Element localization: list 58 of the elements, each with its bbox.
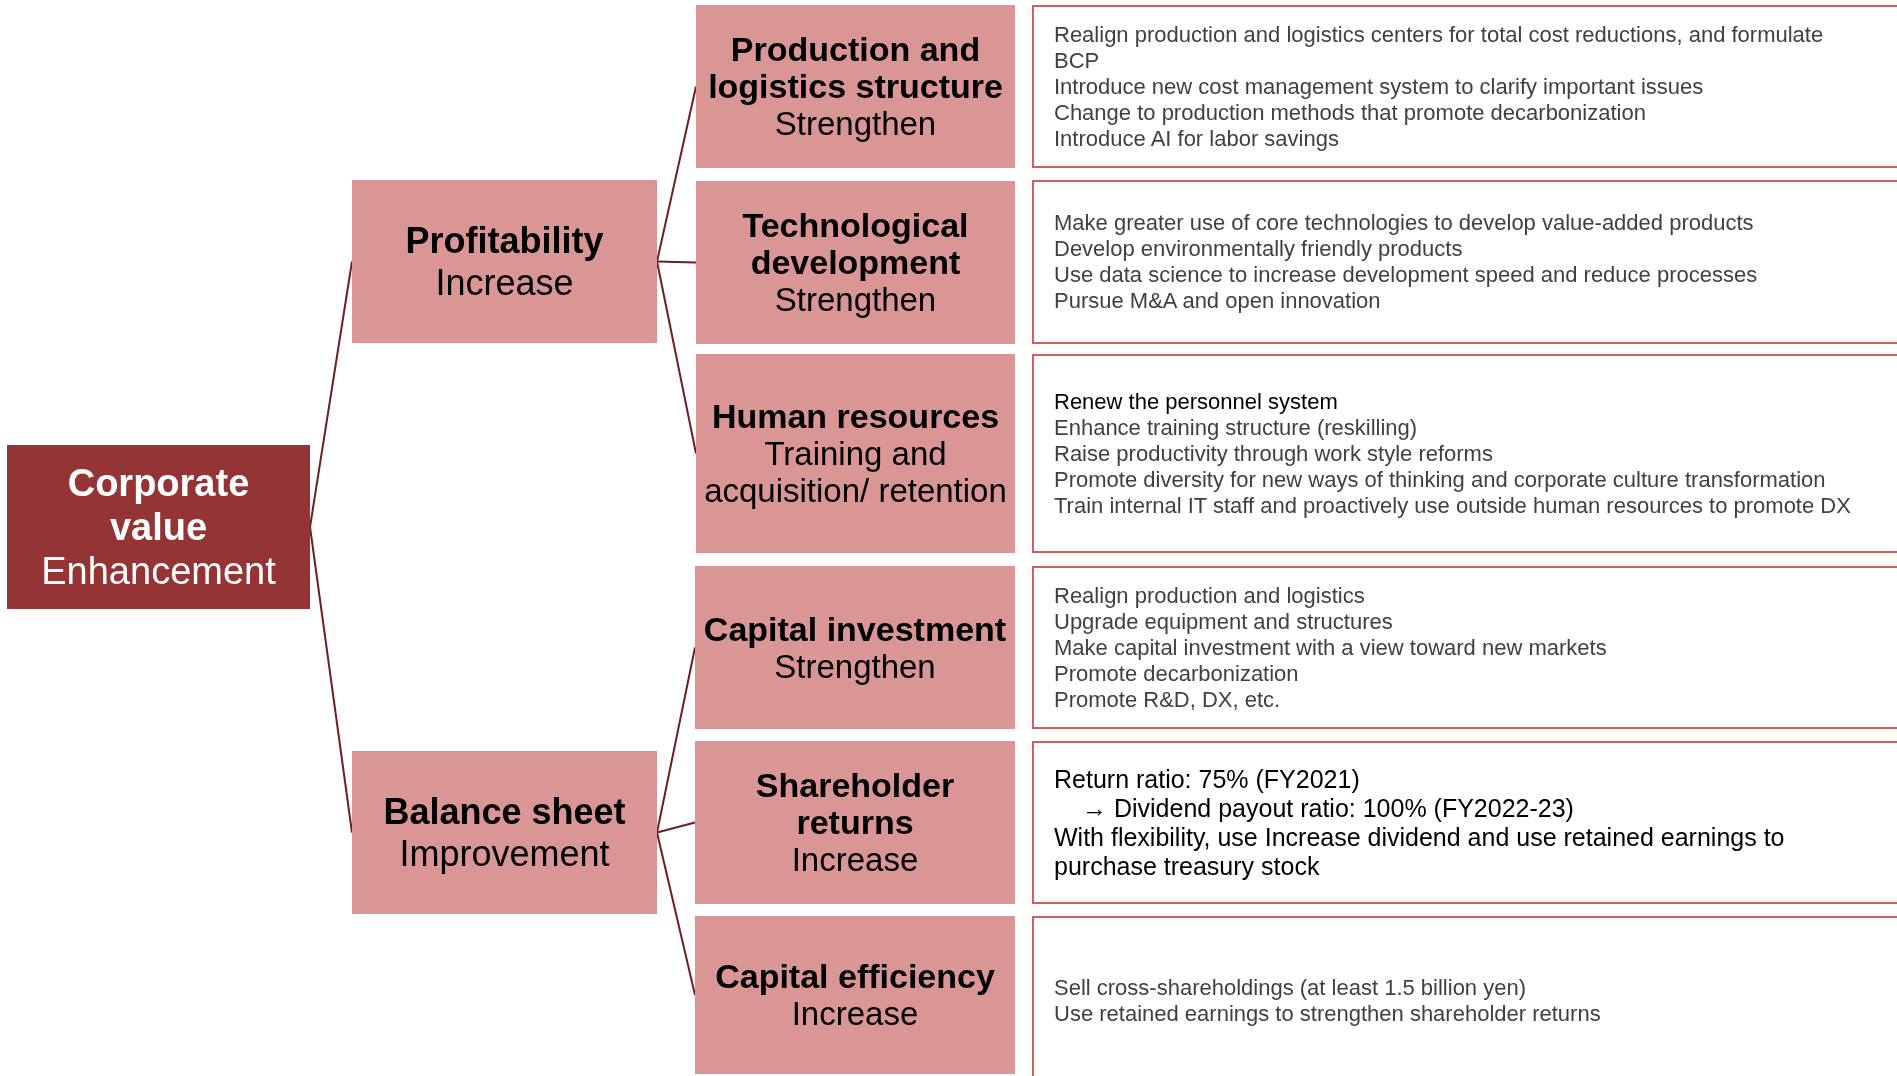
box-heading: Balance sheet xyxy=(382,790,627,833)
action-item: Sell cross-shareholdings (at least 1.5 billion yen) xyxy=(1054,975,1527,1001)
box-heading: Shareholder returns xyxy=(754,767,956,841)
action-item: Introduce AI for labor savings xyxy=(1054,125,1340,152)
action-item: Make capital investment with a view toward new markets xyxy=(1054,634,1608,661)
detail-box xyxy=(1032,5,1897,168)
detail-box xyxy=(1032,566,1897,729)
box-heading: Technological development xyxy=(741,207,970,281)
box-subtitle: Strengthen xyxy=(773,281,938,318)
action-item: Promote R&D, DX, etc. xyxy=(1054,686,1282,713)
box-heading: Profitability xyxy=(404,219,605,262)
action-item: Train internal IT staff and proactively use outside human resources to promote DX xyxy=(1054,492,1852,519)
action-item: Introduce new cost management system to clarify important issues xyxy=(1054,73,1705,100)
box-heading: Capital efficiency xyxy=(714,958,996,995)
action-item: Make greater use of core technologies to develop value-added products xyxy=(1054,210,1755,236)
strategy-box xyxy=(696,181,1015,344)
box-subtitle: Enhancement xyxy=(41,549,276,593)
action-item: With flexibility, use Increase dividend and use retained earnings to purchase treasury stock xyxy=(1054,822,1786,881)
strategy-box xyxy=(695,566,1015,729)
action-item: Change to production methods that promote decarbonization xyxy=(1054,99,1647,126)
action-item: Realign production and logistics xyxy=(1054,582,1366,609)
strategy-box xyxy=(696,5,1015,168)
action-item: Realign production and logistics centers for total cost reductions, and formulate BCP xyxy=(1054,21,1825,74)
action-item: Use data science to increase development speed and reduce processes xyxy=(1054,262,1759,288)
box-subtitle: Increase xyxy=(790,995,920,1032)
box-subtitle: Increase xyxy=(790,841,920,878)
box-subtitle: Strengthen xyxy=(773,105,938,142)
connector-line xyxy=(656,821,696,834)
strategy-box xyxy=(695,916,1015,1074)
action-item: Develop environmentally friendly products xyxy=(1054,236,1464,262)
action-item: Upgrade equipment and structures xyxy=(1054,608,1394,635)
action-item: Enhance training structure (reskilling) xyxy=(1054,414,1419,441)
detail-box xyxy=(1032,180,1897,344)
box-heading: Production and logistics structure xyxy=(707,31,1004,105)
action-item: Return ratio: 75% (FY2021) xyxy=(1054,764,1361,794)
detail-box xyxy=(1032,741,1897,904)
root-box xyxy=(7,445,310,609)
action-item: → Dividend payout ratio: 100% (FY2022-23) xyxy=(1081,793,1575,823)
action-item: Pursue M&A and open innovation xyxy=(1054,288,1382,314)
box-heading: Capital investment xyxy=(702,610,1008,648)
action-item: Promote diversity for new ways of thinking and corporate culture transformation xyxy=(1054,466,1827,493)
action-item: Promote decarbonization xyxy=(1054,660,1300,687)
action-item: Raise productivity through work style reforms xyxy=(1054,440,1494,467)
box-heading: Human resources xyxy=(710,398,1001,435)
box-subtitle: Improvement xyxy=(399,832,610,875)
detail-box xyxy=(1032,916,1897,1076)
detail-box xyxy=(1032,354,1897,553)
box-subtitle: Increase xyxy=(435,261,574,304)
box-subtitle: Training and acquisition/ retention xyxy=(703,435,1008,509)
action-item: Use retained earnings to strengthen shareholder returns xyxy=(1054,1001,1602,1027)
action-item: Renew the personnel system xyxy=(1054,388,1339,415)
category-box xyxy=(352,180,657,343)
box-subtitle: Strengthen xyxy=(774,647,937,685)
box-heading: Corporate value xyxy=(66,461,251,549)
connector-line xyxy=(656,260,697,264)
strategy-box xyxy=(696,354,1015,553)
category-box xyxy=(352,751,657,914)
strategy-box xyxy=(695,741,1015,904)
